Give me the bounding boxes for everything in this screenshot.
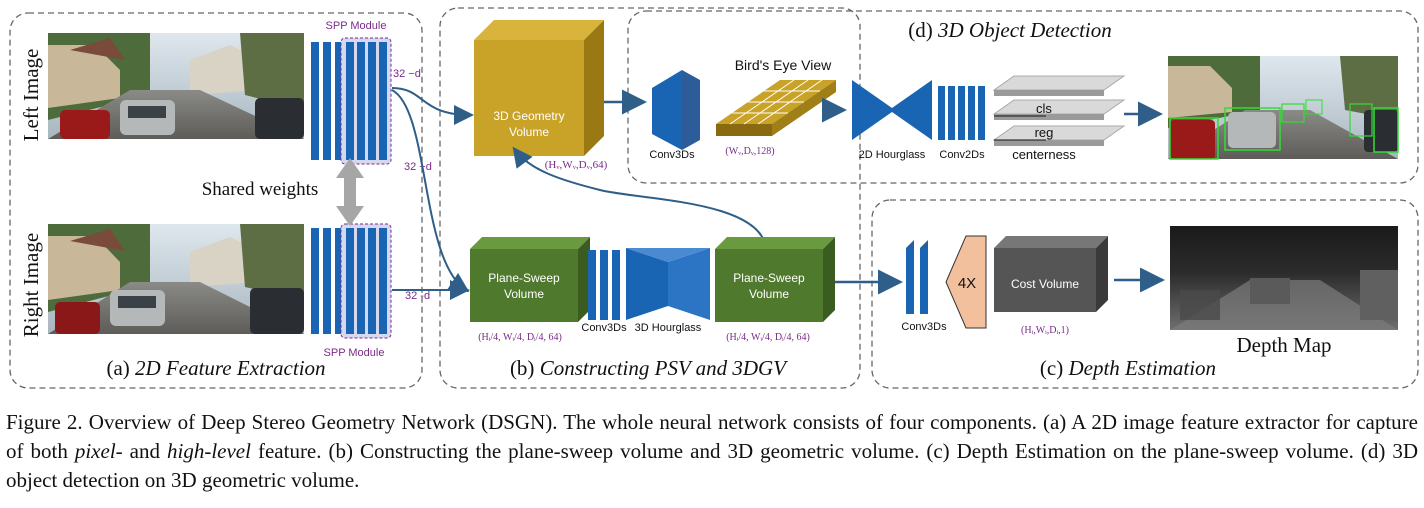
cost-volume-cube xyxy=(994,236,1108,312)
channel-label-top: 32 −d xyxy=(393,68,421,80)
conv2ds-label: Conv2Ds xyxy=(939,149,985,161)
caption-part3: feature. (b) Constructing the plane-swee… xyxy=(6,439,1418,492)
flow-left-to-psv xyxy=(391,89,470,293)
caption-part1: Figure 2. Overview of Deep Stereo Geomet… xyxy=(6,410,1418,463)
psv-left-cube xyxy=(470,237,590,322)
dsgn-figure: Left Image Right Image SPP Module xyxy=(9,7,1419,389)
conv3ds-block-d xyxy=(652,70,700,150)
bev-label: Bird's Eye View xyxy=(735,57,832,73)
head-cls-label: cls xyxy=(1036,101,1052,116)
channel-label-bottom: 32 -d xyxy=(405,290,430,302)
conv2ds-block xyxy=(938,86,985,140)
flow-psv-to-geometry xyxy=(512,146,767,249)
panel-b-title: (b) Constructing PSV and 3DGV xyxy=(510,356,788,380)
left-image-photo xyxy=(48,33,304,139)
shared-weights-arrow xyxy=(336,158,364,226)
caption-part2: and xyxy=(122,439,167,463)
left-image-label: Left Image xyxy=(19,49,43,142)
spp-module-bottom xyxy=(311,223,392,339)
spp-module-top xyxy=(311,37,392,165)
bev-dims: (Wᵥ,Dᵥ,128) xyxy=(725,146,774,157)
depth-map-label: Depth Map xyxy=(1236,333,1331,357)
upsample-block xyxy=(945,235,987,329)
hourglass-2d xyxy=(852,80,932,140)
panel-c-title: (c) Depth Estimation xyxy=(1040,356,1216,380)
head-reg-label: reg xyxy=(1035,125,1054,140)
detection-heads xyxy=(992,75,1126,146)
geometry-volume-line1: 3D Geometry xyxy=(493,109,564,123)
conv3ds-block-b xyxy=(588,250,620,320)
figure-caption: Figure 2. Overview of Deep Stereo Geomet… xyxy=(6,408,1418,495)
channel-label-mid: 32 −d xyxy=(404,161,432,173)
conv3ds-label-c: Conv3Ds xyxy=(901,321,947,333)
conv3ds-label-b: Conv3Ds xyxy=(581,322,627,334)
shared-weights-label: Shared weights xyxy=(202,179,319,200)
cost-volume-label: Cost Volume xyxy=(1011,277,1079,291)
caption-italic-high-level: high-level xyxy=(167,439,251,463)
psv-right-dims: (Hᵢ/4, Wᵢ/4, Dᵢ/4, 64) xyxy=(726,332,810,343)
depth-map-image xyxy=(1170,226,1398,330)
cost-volume-dims: (Hᵢ,Wᵢ,Dᵢ,1) xyxy=(1021,325,1069,336)
caption-italic-pixel: pixel- xyxy=(74,439,123,463)
psv-left-dims: (Hᵢ/4, Wᵢ/4, Dᵢ/4, 64) xyxy=(478,332,562,343)
psv-right-line2: Volume xyxy=(749,287,789,301)
geometry-volume-line2: Volume xyxy=(509,125,549,139)
bev-grid xyxy=(716,79,836,136)
hourglass-2d-label: 2D Hourglass xyxy=(859,149,926,161)
conv3ds-label-d: Conv3Ds xyxy=(649,149,695,161)
psv-left-line1: Plane-Sweep xyxy=(488,271,560,285)
detection-result-photo xyxy=(1168,56,1399,160)
right-image-photo xyxy=(48,224,304,334)
conv3ds-block-c xyxy=(906,240,928,314)
psv-right-line1: Plane-Sweep xyxy=(733,271,805,285)
psv-right-cube xyxy=(715,237,835,322)
hourglass-3d xyxy=(626,248,710,320)
panel-b-frame xyxy=(439,7,861,389)
spp-module-top-label: SPP Module xyxy=(326,20,387,32)
head-centerness-label: centerness xyxy=(1012,147,1076,162)
panel-c-frame xyxy=(871,199,1419,389)
geometry-dims: (Hᵥ,Wᵥ,Dᵥ,64) xyxy=(545,159,608,171)
geometry-volume-cube xyxy=(474,20,604,156)
spp-module-bottom-label: SPP Module xyxy=(324,347,385,359)
psv-left-line2: Volume xyxy=(504,287,544,301)
flow-left-to-geometry xyxy=(391,87,474,125)
right-image-label: Right Image xyxy=(19,233,43,337)
panel-a-title: (a) 2D Feature Extraction xyxy=(106,356,325,380)
hourglass-3d-label: 3D Hourglass xyxy=(635,322,702,334)
panel-d-title: (d) 3D Object Detection xyxy=(908,18,1112,42)
upsample-label: 4X xyxy=(958,275,976,292)
panel-a-frame xyxy=(9,12,423,389)
panel-d-frame xyxy=(627,10,1419,184)
